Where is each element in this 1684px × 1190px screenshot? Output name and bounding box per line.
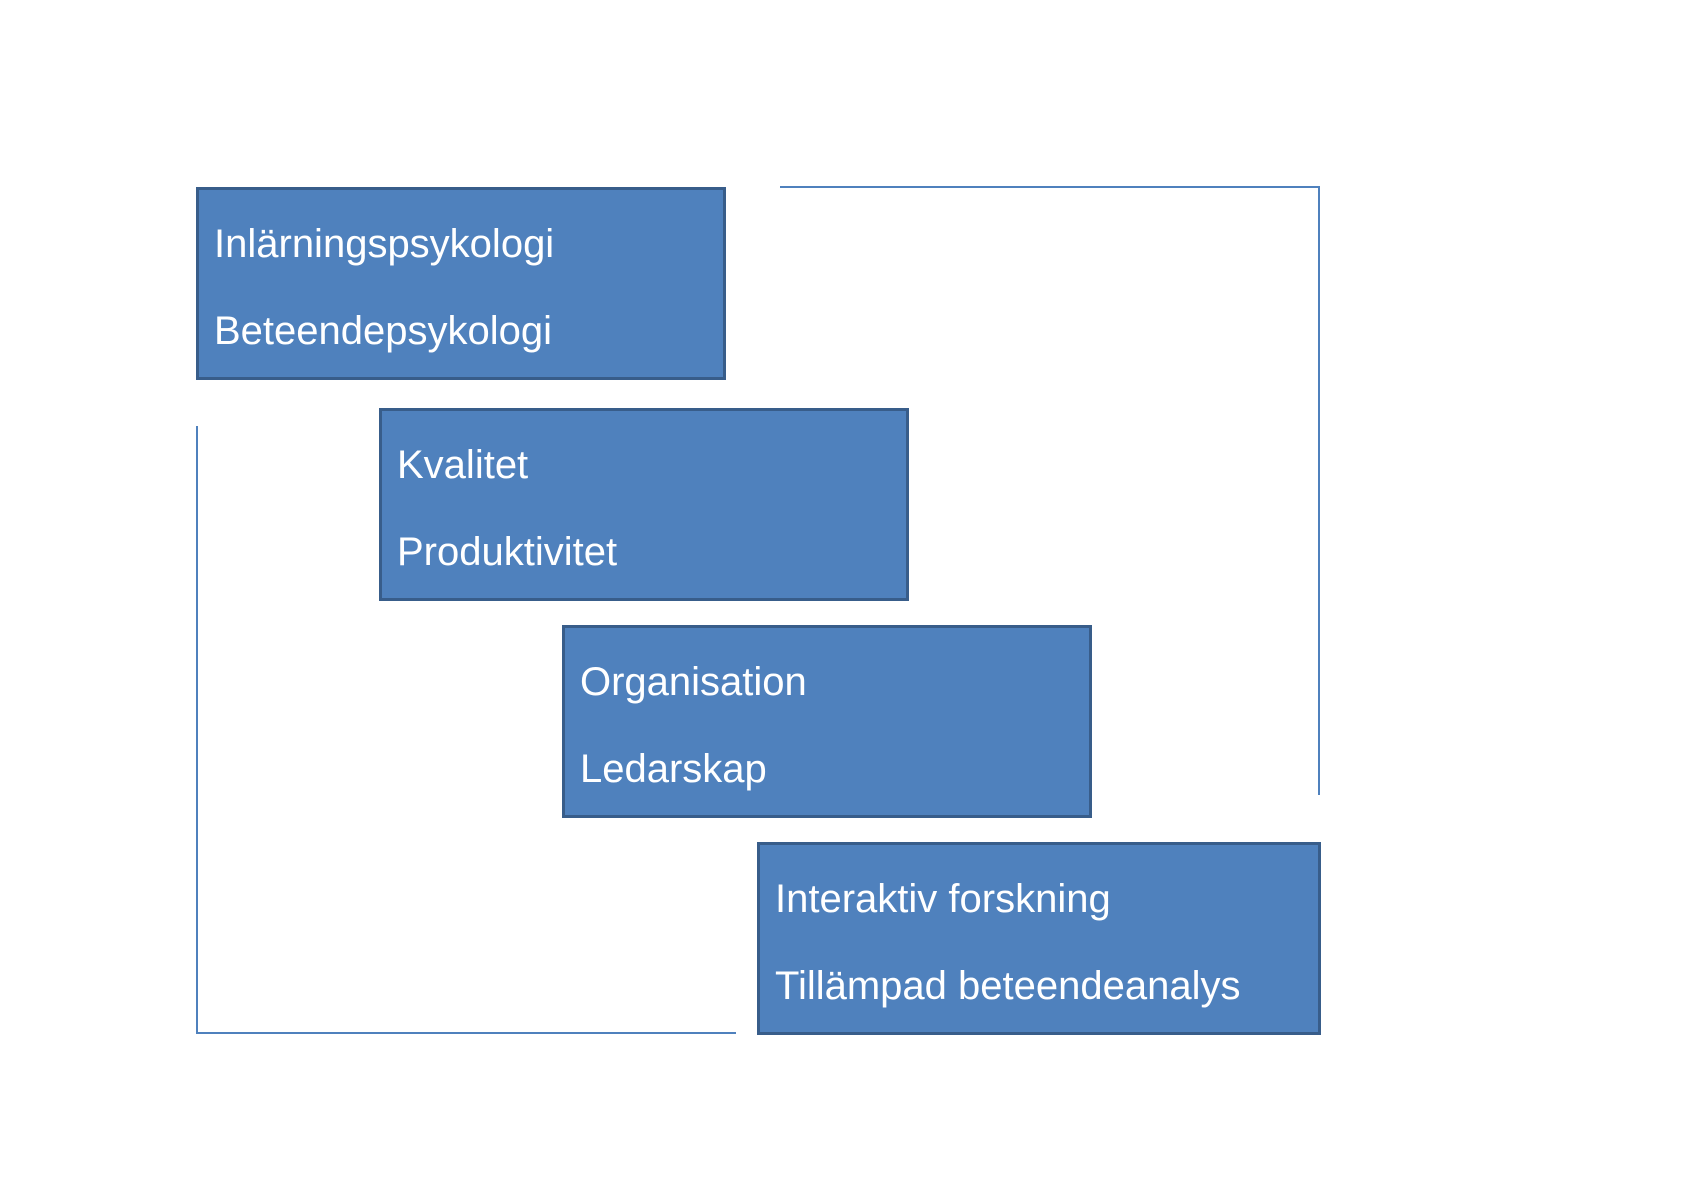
step-box-2-line-1: Kvalitet: [397, 443, 529, 487]
bracket-right-top-line: [780, 186, 1320, 188]
step-box-4-line-2: Tillämpad beteendeanalys: [775, 964, 1241, 1008]
bracket-right-side-line: [1318, 186, 1320, 795]
step-box-2: Kvalitet Produktivitet: [379, 408, 909, 601]
step-box-3-line-1: Organisation: [580, 660, 807, 704]
step-box-1-line-2: Beteendepsykologi: [214, 309, 553, 353]
step-box-1: Inlärningspsykologi Beteendepsykologi: [196, 187, 726, 380]
step-box-3: Organisation Ledarskap: [562, 625, 1092, 818]
step-box-2-line-2: Produktivitet: [397, 530, 618, 574]
step-box-4-line-1: Interaktiv forskning: [775, 877, 1111, 921]
step-box-1-line-1: Inlärningspsykologi: [214, 222, 555, 266]
bracket-left-side-line: [196, 426, 198, 1034]
step-box-3-line-2: Ledarskap: [580, 747, 767, 791]
step-box-4: Interaktiv forskning Tillämpad beteendea…: [757, 842, 1321, 1035]
bracket-left-bottom-line: [196, 1032, 736, 1034]
